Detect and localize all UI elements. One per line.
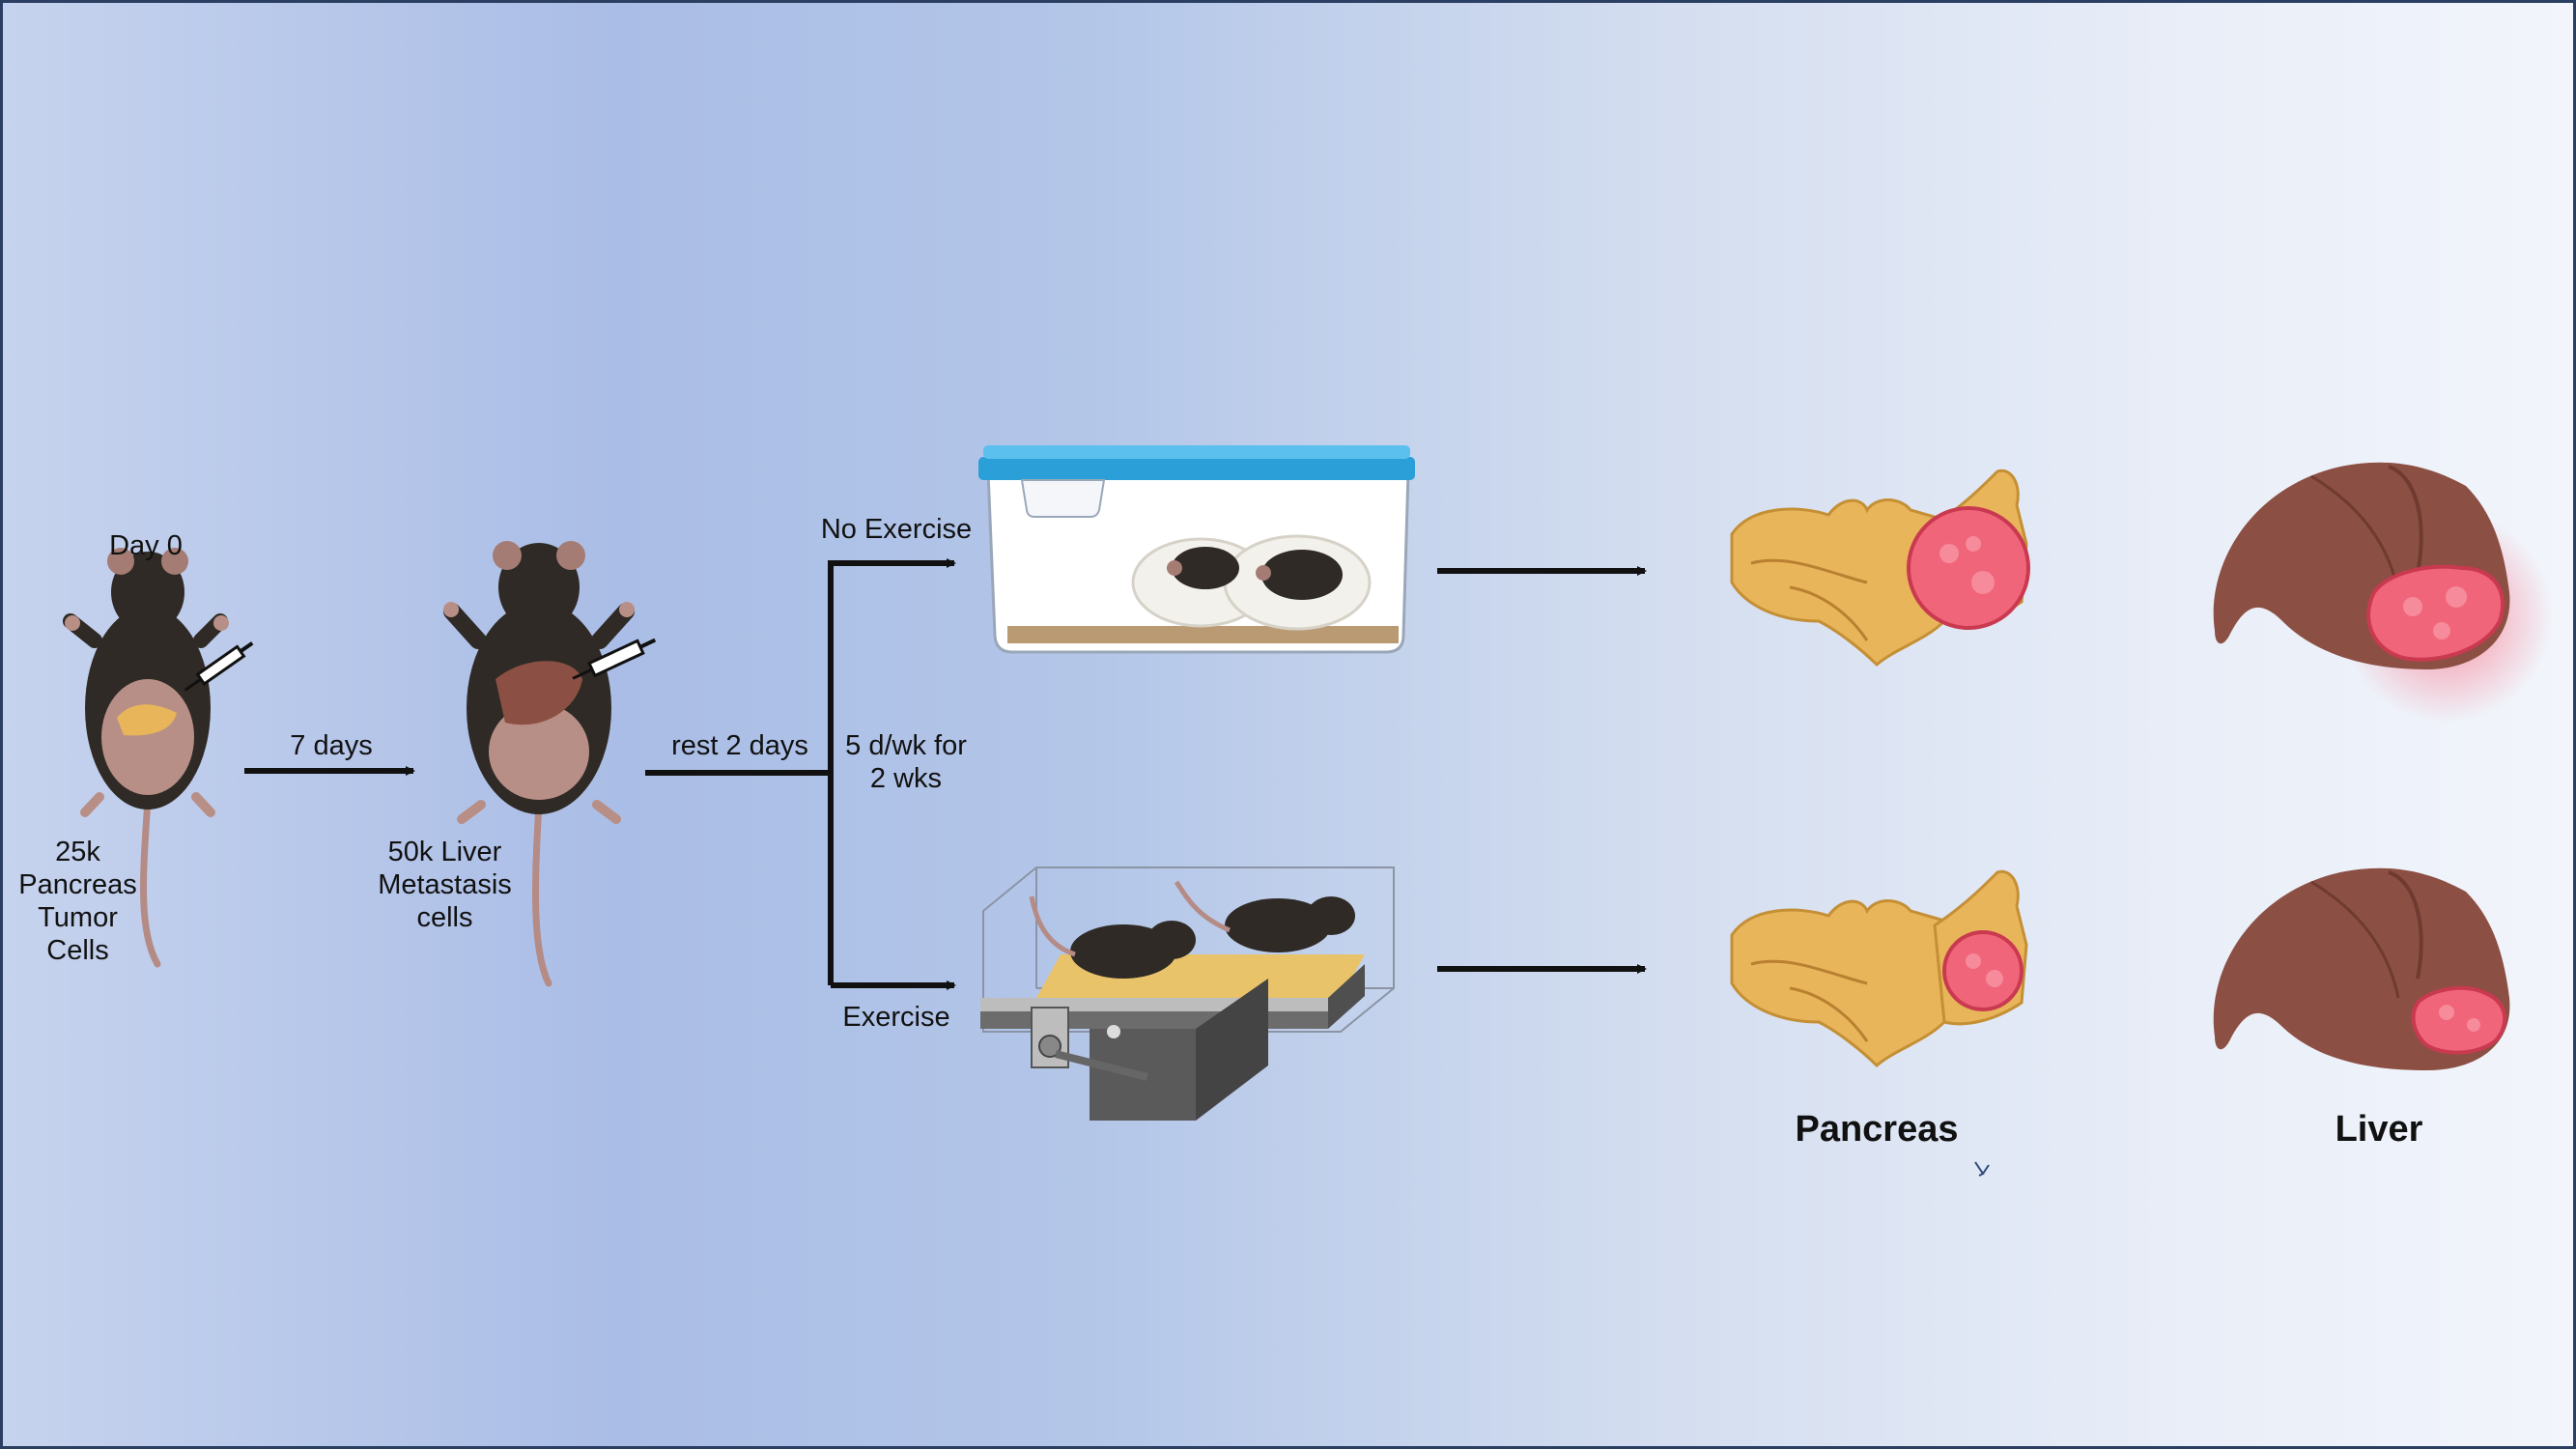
day0-label: Day 0 [109, 530, 183, 561]
liver-tumor-icon [2213, 867, 2510, 1070]
syringe-icon [572, 638, 657, 680]
liver-cells-label: 50k Liver Metastasis cells [360, 836, 529, 934]
syringe-icon [184, 641, 254, 692]
liver-cells-line: cells [416, 902, 473, 933]
liver-tumor-icon [2213, 462, 2553, 723]
cursor-mark-icon [1974, 1161, 1990, 1177]
liver-cells-line: 50k Liver [387, 837, 502, 867]
pancreas-label: Pancreas [1795, 1109, 1959, 1150]
interval-7-days-label: 7 days [290, 730, 373, 761]
mouse-cage-icon [978, 445, 1415, 654]
pancreas-tumor-icon [1730, 869, 2028, 1068]
pancreas-cells-line: Cells [46, 935, 109, 966]
pancreas-cells-line: 25k [55, 837, 100, 867]
rest-period-label: rest 2 days [671, 730, 808, 761]
diagram-graphics [63, 445, 2553, 1177]
pancreas-cells-line: Pancreas [18, 869, 137, 900]
mouse-liver-injection-icon [443, 541, 635, 987]
branch-connector [645, 558, 956, 990]
no-exercise-label: No Exercise [820, 514, 973, 545]
schedule-line: 2 wks [869, 763, 943, 794]
exercise-schedule-label: 5 d/wk for 2 wks [834, 729, 978, 795]
exercise-label: Exercise [842, 1002, 950, 1033]
schedule-line: 5 d/wk for [845, 730, 967, 761]
pancreas-cells-line: Tumor [38, 902, 118, 933]
liver-label: Liver [2335, 1109, 2423, 1150]
mouse-pancreas-injection-icon [63, 548, 229, 968]
treadmill-icon [980, 867, 1395, 1121]
pancreas-cells-label: 25k Pancreas Tumor Cells [13, 836, 143, 967]
liver-cells-line: Metastasis [378, 869, 512, 900]
pancreas-tumor-icon [1730, 469, 2030, 668]
